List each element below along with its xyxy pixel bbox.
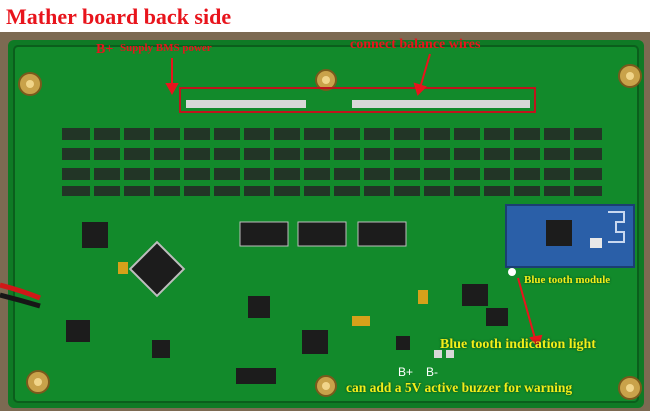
mcu-chip [128,240,186,298]
ic-chips [239,221,407,247]
bluetooth-light-label: Blue tooth indication light [440,337,596,352]
page-title: Mather board back side [6,4,232,29]
buzzer-label: can add a 5V active buzzer for warning [346,380,573,395]
annotation-arrows [165,53,543,349]
balance-connector-outline [179,87,536,113]
b-plus-top-label: B+ [96,42,114,57]
misc-components [66,222,508,384]
mosfet-gaps [90,126,574,198]
connect-balance-label: connect balance wires [350,37,481,52]
black-wire [0,292,41,309]
header-pins [186,100,530,108]
bt-indicator-led [508,268,516,276]
buzzer-pads [434,350,454,358]
b-minus-bottom-label: B- [426,365,438,379]
b-plus-bottom-label: B+ [398,365,414,379]
red-wire [0,282,41,301]
bluetooth-module [505,204,635,268]
bluetooth-module-label: Blue tooth module [524,274,611,286]
supply-bms-label: Supply BMS power [120,42,212,54]
